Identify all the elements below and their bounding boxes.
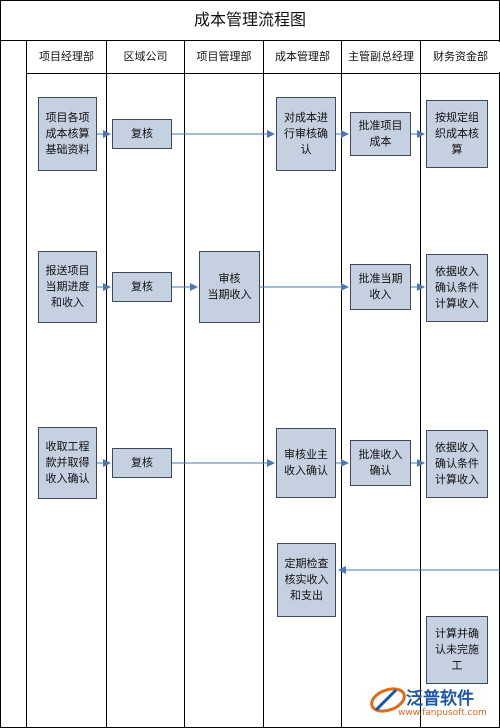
node-periodic-check[interactable]: 定期检查核实收入和支出	[277, 543, 336, 617]
node-calc-unfinished[interactable]: 计算并确认未完施工	[426, 616, 488, 684]
node-report-progress[interactable]: 报送项目当期进度和收入	[38, 251, 97, 323]
node-collect-payment[interactable]: 收取工程款并取得收入确认	[38, 427, 97, 499]
node-approve-income[interactable]: 批准当期收入	[350, 264, 411, 310]
node-review-3[interactable]: 复核	[112, 448, 172, 478]
lane-header-regional-company: 区域公司	[107, 42, 184, 72]
lane-header-deputy-gm: 主管副总经理	[342, 42, 420, 72]
page-title: 成本管理流程图	[193, 10, 306, 29]
lane-header-cost-management: 成本管理部	[264, 42, 341, 72]
lane-header-project-dept: 项目经理部	[27, 42, 106, 72]
lane-header-finance: 财务资金部	[421, 42, 500, 72]
node-approve-confirm[interactable]: 批准收入确认	[350, 440, 411, 486]
node-cost-audit[interactable]: 对成本进行审核确认	[276, 97, 336, 171]
node-cost-basis[interactable]: 项目各项成本核算基础资料	[38, 97, 97, 171]
node-calc-income-1[interactable]: 依据收入确认条件计算收入	[426, 254, 488, 322]
logo-name: 泛普软件	[406, 689, 474, 709]
node-review-1[interactable]: 复核	[112, 119, 172, 149]
logo-url: www.fanpusoft.com	[398, 708, 487, 718]
node-audit-owner-confirm[interactable]: 审核业主收入确认	[276, 428, 336, 498]
node-audit-income[interactable]: 审核当期收入	[199, 251, 260, 323]
node-calc-income-2[interactable]: 依据收入确认条件计算收入	[426, 430, 488, 498]
fanpu-logo-icon	[370, 687, 406, 713]
node-organize-accounting[interactable]: 按规定组织成本核算	[426, 100, 488, 168]
lane-header-project-management: 项目管理部	[185, 42, 263, 72]
node-approve-cost[interactable]: 批准项目成本	[350, 112, 411, 156]
node-review-2[interactable]: 复核	[112, 272, 172, 302]
